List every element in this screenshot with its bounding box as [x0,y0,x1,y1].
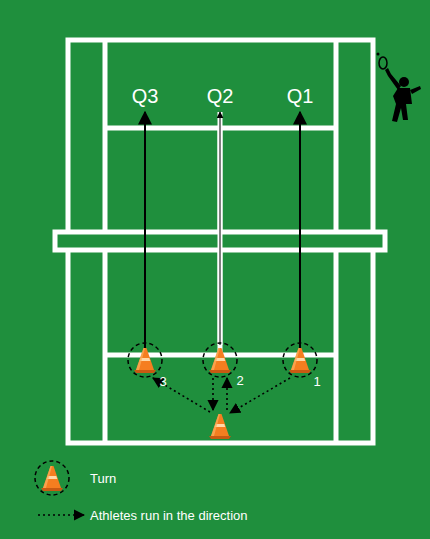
cones [41,348,311,491]
tennis-player-silhouette [377,53,422,123]
callout-number: 3 [159,375,166,388]
cone [209,414,231,439]
cone [289,348,311,373]
dotted-paths [38,378,290,515]
run-arrows [145,112,300,350]
callout-number: 2 [236,374,243,387]
cone [134,348,156,373]
turn-circles [35,343,317,495]
legend-text: Turn [90,472,116,485]
callout-number: 1 [313,375,320,388]
court-lines [55,40,385,443]
queue-label: Q2 [207,86,234,106]
cone [41,466,63,491]
queue-label: Q1 [287,86,314,106]
legend-text: Athletes run in the direction [90,509,248,522]
queue-label: Q3 [132,86,159,106]
cone [209,348,231,373]
